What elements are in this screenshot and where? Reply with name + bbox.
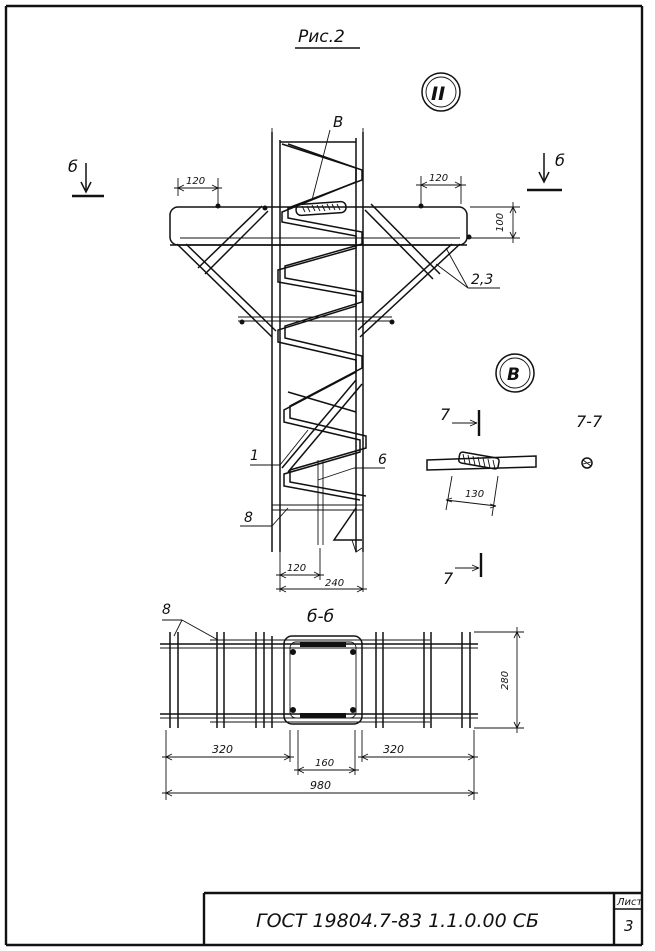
cut-7-7-title: 7-7 (576, 412, 603, 431)
dimension-section-height-value: 280 (500, 671, 511, 690)
leader-item-8-section: 8 (162, 602, 219, 641)
leader-item-2-3: 2,3 (435, 247, 500, 289)
leader-item-8-section-label: 8 (162, 602, 171, 618)
section-mark-right: б (555, 151, 565, 170)
dimension-right-height: 100 (470, 202, 520, 243)
dimension-section-height: 280 (474, 627, 524, 733)
dimension-bottom-width-value: 240 (325, 578, 344, 589)
dimension-bottom: 120 240 (276, 548, 367, 593)
detail-b-marker-label: В (507, 365, 520, 385)
dimension-section-left-value: 320 (212, 743, 233, 756)
leader-item-6-label: 6 (378, 452, 387, 468)
main-cage (169, 128, 472, 553)
detail-b-marker: В (495, 353, 535, 393)
dimension-top-right: 120 (416, 173, 466, 204)
document-code: ГОСТ 19804.7-83 1.1.0.00 СБ (256, 910, 539, 932)
dimension-bottom-spacing-value: 120 (287, 563, 306, 574)
leader-item-8-main: 8 (240, 507, 289, 527)
dimension-top-right-value: 120 (429, 173, 448, 184)
detail-b-bar: 130 (426, 451, 537, 517)
section-marker-right: б (527, 151, 565, 192)
dimension-section-middle-value: 160 (315, 758, 334, 769)
sheet-frame (4, 4, 644, 947)
detail-b-cut-top: 7 (440, 405, 481, 436)
section-marker-left: б (68, 157, 104, 198)
detail-b-length-value: 130 (465, 489, 484, 500)
title-block: ГОСТ 19804.7-83 1.1.0.00 СБ Лист 3 (202, 891, 644, 945)
cut-mark-top: 7 (440, 405, 451, 424)
cut-mark-bottom: 7 (443, 569, 454, 588)
sheet-label: Лист (616, 897, 644, 908)
dimension-section-widths: 320 160 320 980 (162, 730, 478, 800)
section-mark-left: б (68, 157, 78, 176)
cut-7-7: 7-7 (576, 412, 603, 469)
node-marker: II (421, 72, 461, 112)
dimension-right-height-value: 100 (495, 213, 506, 232)
leader-item-1: 1 (250, 429, 309, 466)
dimension-section-right-value: 320 (383, 743, 404, 756)
leader-item-6: 6 (317, 452, 387, 481)
detail-b-cut-bottom: 7 (443, 553, 483, 588)
leader-item-2-3-label: 2,3 (471, 272, 493, 288)
dimension-section-total-value: 980 (310, 779, 331, 792)
sheet-number: 3 (624, 917, 634, 935)
dimension-top-left-value: 120 (186, 176, 205, 187)
detail-callout-label: В (333, 113, 343, 131)
leader-item-1-label: 1 (250, 448, 259, 464)
figure-title: Рис.2 (298, 27, 345, 47)
leader-item-8-main-label: 8 (244, 510, 253, 526)
node-label: II (431, 83, 445, 105)
dimension-top-left: 120 (174, 176, 222, 204)
section-title: б-б (307, 607, 334, 627)
section-b-b (160, 632, 478, 728)
